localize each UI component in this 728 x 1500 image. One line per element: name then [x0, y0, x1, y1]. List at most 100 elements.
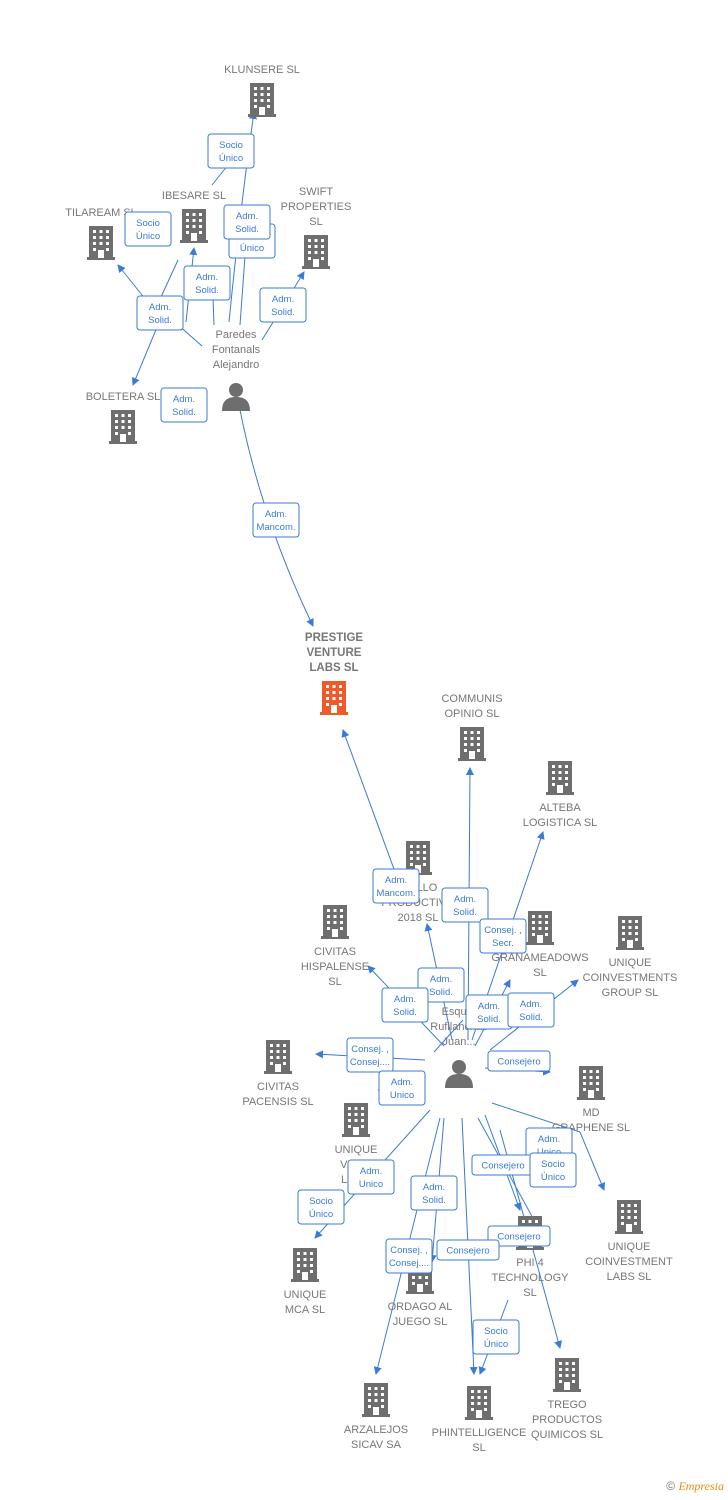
relation-label-text: Socio	[136, 218, 160, 229]
node-label: TREGO	[547, 1399, 587, 1411]
relation-label-text: Único	[240, 243, 264, 254]
building-icon[interactable]	[615, 1200, 643, 1234]
relation-label[interactable]: Adm.Solid.	[465, 994, 513, 1030]
building-icon[interactable]	[577, 1066, 605, 1100]
relation-label[interactable]: Adm.Solid.	[381, 987, 429, 1023]
relation-label[interactable]: Adm.Solid.	[136, 295, 184, 331]
node-label: LABS SL	[607, 1271, 652, 1283]
node-label: COINVESTMENT	[585, 1256, 673, 1268]
relation-label[interactable]: Adm.Solid.	[183, 265, 231, 301]
relation-label[interactable]: Consej. ,Consej....	[385, 1238, 433, 1274]
node-unique_labs[interactable]: UNIQUE COINVESTMENT LABS SL	[585, 1200, 673, 1283]
building-icon[interactable]	[264, 1040, 292, 1074]
relation-label-text: Socio	[219, 140, 243, 151]
relation-label-box	[160, 387, 208, 423]
copyright-symbol: ©	[666, 1479, 676, 1493]
relation-label[interactable]: Consej. ,Secr.	[479, 918, 527, 954]
node-label: PROPERTIES	[281, 201, 352, 213]
building-icon[interactable]	[87, 226, 115, 260]
building-icon[interactable]	[291, 1248, 319, 1282]
relation-label[interactable]: Adm.Solid.	[507, 992, 555, 1028]
node-label: QUIMICOS SL	[531, 1429, 603, 1441]
building-icon[interactable]	[302, 235, 330, 269]
person-icon[interactable]	[445, 1060, 473, 1088]
node-label: PRESTIGE	[305, 632, 363, 644]
relation-label[interactable]: Consejero	[487, 1225, 551, 1247]
relation-label-text: Socio	[309, 1196, 333, 1207]
relation-label[interactable]: Adm.Solid.	[223, 204, 271, 240]
building-icon[interactable]	[553, 1358, 581, 1392]
relation-edge	[341, 729, 399, 881]
relation-label[interactable]: Adm.Unico	[378, 1070, 426, 1106]
relation-label[interactable]: Consejero	[487, 1050, 551, 1072]
relation-label-text: Adm.	[385, 875, 407, 886]
node-label: 2018 SL	[398, 912, 439, 924]
relation-label-text: Adm.	[430, 974, 452, 985]
relation-label[interactable]: Adm.Solid.	[259, 287, 307, 323]
node-label: UNIQUE	[609, 957, 652, 969]
building-icon[interactable]	[526, 911, 554, 945]
node-ibesare[interactable]: IBESARE SL	[162, 190, 226, 243]
node-label: LABS SL	[309, 662, 358, 674]
relation-label[interactable]: Adm.Solid.	[441, 887, 489, 923]
building-icon[interactable]	[458, 727, 486, 761]
relation-label-box	[297, 1189, 345, 1225]
relation-label-text: Consej. ,	[390, 1245, 428, 1256]
relation-label-text: Adm.	[265, 509, 287, 520]
relation-label-box	[252, 502, 300, 538]
relation-label[interactable]: Adm.Solid.	[410, 1175, 458, 1211]
node-label: VENTURE	[307, 647, 362, 659]
relation-label-box	[378, 1070, 426, 1106]
main-company-building-icon[interactable]	[320, 681, 348, 715]
relation-label-text: Adm.	[149, 302, 171, 313]
relation-label-text: Adm.	[538, 1134, 560, 1145]
relation-edge	[433, 1019, 464, 1053]
building-icon[interactable]	[248, 83, 276, 117]
building-icon[interactable]	[616, 916, 644, 950]
node-label: Paredes	[216, 329, 257, 341]
brand-logo-text[interactable]: Empresia	[678, 1479, 724, 1493]
relation-label[interactable]: Adm.Mancom.	[372, 868, 420, 904]
building-icon[interactable]	[321, 905, 349, 939]
building-icon[interactable]	[546, 761, 574, 795]
relation-label[interactable]: Consejero	[436, 1239, 500, 1261]
building-icon[interactable]	[180, 209, 208, 243]
relation-label[interactable]: Consejero	[471, 1154, 535, 1176]
relation-label[interactable]: Adm.Unico	[347, 1159, 395, 1195]
node-klunsere[interactable]: KLUNSERE SL	[224, 64, 300, 117]
person-icon[interactable]	[222, 383, 250, 411]
node-tilaream[interactable]: TILAREAM SL	[65, 207, 137, 260]
node-prestige[interactable]: PRESTIGE VENTURE LABS SL	[305, 632, 363, 715]
relation-label[interactable]: Adm.Mancom.	[252, 502, 300, 538]
relation-label[interactable]: Adm.Solid.	[417, 967, 465, 1003]
node-label: UNIQUE	[608, 1241, 651, 1253]
building-icon[interactable]	[342, 1103, 370, 1137]
building-icon[interactable]	[109, 410, 137, 444]
node-label: PACENSIS SL	[242, 1096, 313, 1108]
relation-label[interactable]: Adm.Solid.	[160, 387, 208, 423]
building-icon[interactable]	[362, 1383, 390, 1417]
building-icon[interactable]	[465, 1386, 493, 1420]
node-boletera[interactable]: BOLETERA SL	[86, 391, 161, 444]
relation-label[interactable]: Consej. ,Consej....	[346, 1037, 394, 1073]
